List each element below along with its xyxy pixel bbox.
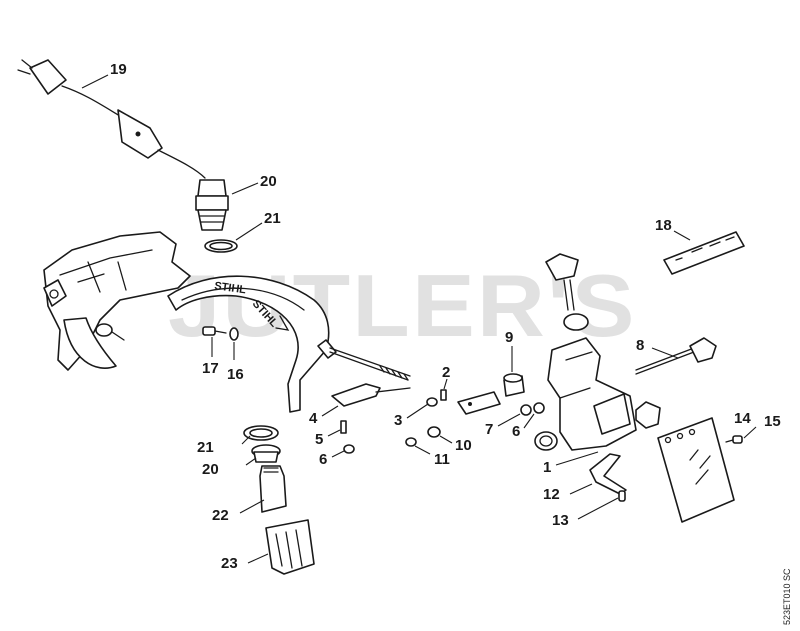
- callout-11: 11: [434, 451, 450, 468]
- screw-part-2: [440, 389, 447, 401]
- callout-12: 12: [543, 486, 560, 503]
- callout-14: 14: [734, 410, 751, 427]
- nut-part-3: [426, 397, 438, 407]
- callout-20-lower: 20: [202, 461, 219, 478]
- bushing-part-9: [503, 373, 525, 397]
- leader-lines: [81, 74, 757, 564]
- pin-part-5: [340, 420, 347, 434]
- ring-part-21: [204, 239, 238, 253]
- washer-part-16: [229, 327, 239, 341]
- star-knob: [635, 401, 661, 429]
- brand-mark-1: STIHL: [214, 280, 247, 296]
- ring-part-21-lower: [243, 425, 279, 441]
- callout-21-lower: 21: [197, 439, 214, 456]
- chain-guard-housing: STIHL STIHL: [43, 231, 330, 413]
- drawing-code: 523ET010 SC: [782, 568, 792, 625]
- callout-15: 15: [764, 413, 781, 430]
- callout-18: 18: [655, 217, 672, 234]
- callout-9: 9: [505, 329, 514, 346]
- sharpener-body: [547, 337, 637, 451]
- callout-17: 17: [202, 360, 219, 377]
- callout-5: 5: [315, 431, 324, 448]
- clamp-knob: [545, 253, 589, 331]
- callout-7: 7: [485, 421, 494, 438]
- label-plate-part-18: [663, 231, 745, 275]
- screw-part-17: [202, 326, 227, 336]
- callout-23: 23: [221, 555, 238, 572]
- washer-part-6: [533, 402, 545, 414]
- bracket-part-12: [589, 453, 627, 495]
- lamp-cover-part-23: [265, 519, 315, 575]
- socket-part-20-lower: [251, 444, 281, 463]
- callout-4: 4: [309, 410, 318, 427]
- callout-13: 13: [552, 512, 569, 529]
- callout-16: 16: [227, 366, 244, 383]
- lever-part-4: [331, 383, 411, 407]
- washer-part-11: [405, 437, 417, 447]
- screw-part-13: [618, 490, 626, 502]
- glass-plate-part-14: [657, 417, 735, 523]
- washer-part-6-lower: [343, 444, 355, 454]
- callout-21: 21: [264, 210, 281, 227]
- knob-part-1: [534, 431, 558, 451]
- threaded-rod: [317, 339, 411, 381]
- callout-10: 10: [455, 437, 472, 454]
- callout-19: 19: [110, 61, 127, 78]
- callout-2: 2: [442, 364, 451, 381]
- nut-part-10: [427, 426, 441, 438]
- lamp-socket-part-20: [195, 179, 229, 231]
- callout-3: 3: [394, 412, 403, 429]
- guide-rod-part-8: [635, 337, 717, 375]
- callout-1: 1: [543, 459, 552, 476]
- washer-part-7: [520, 404, 532, 416]
- bulb-part-22: [259, 465, 287, 513]
- clamp-block: [457, 391, 501, 415]
- callout-20: 20: [260, 173, 277, 190]
- callout-22: 22: [212, 507, 229, 524]
- callout-6-lower: 6: [319, 451, 328, 468]
- callout-6: 6: [512, 423, 521, 440]
- power-cord-part-19: [17, 59, 206, 179]
- callout-8: 8: [636, 337, 645, 354]
- screw-part-15: [725, 435, 743, 444]
